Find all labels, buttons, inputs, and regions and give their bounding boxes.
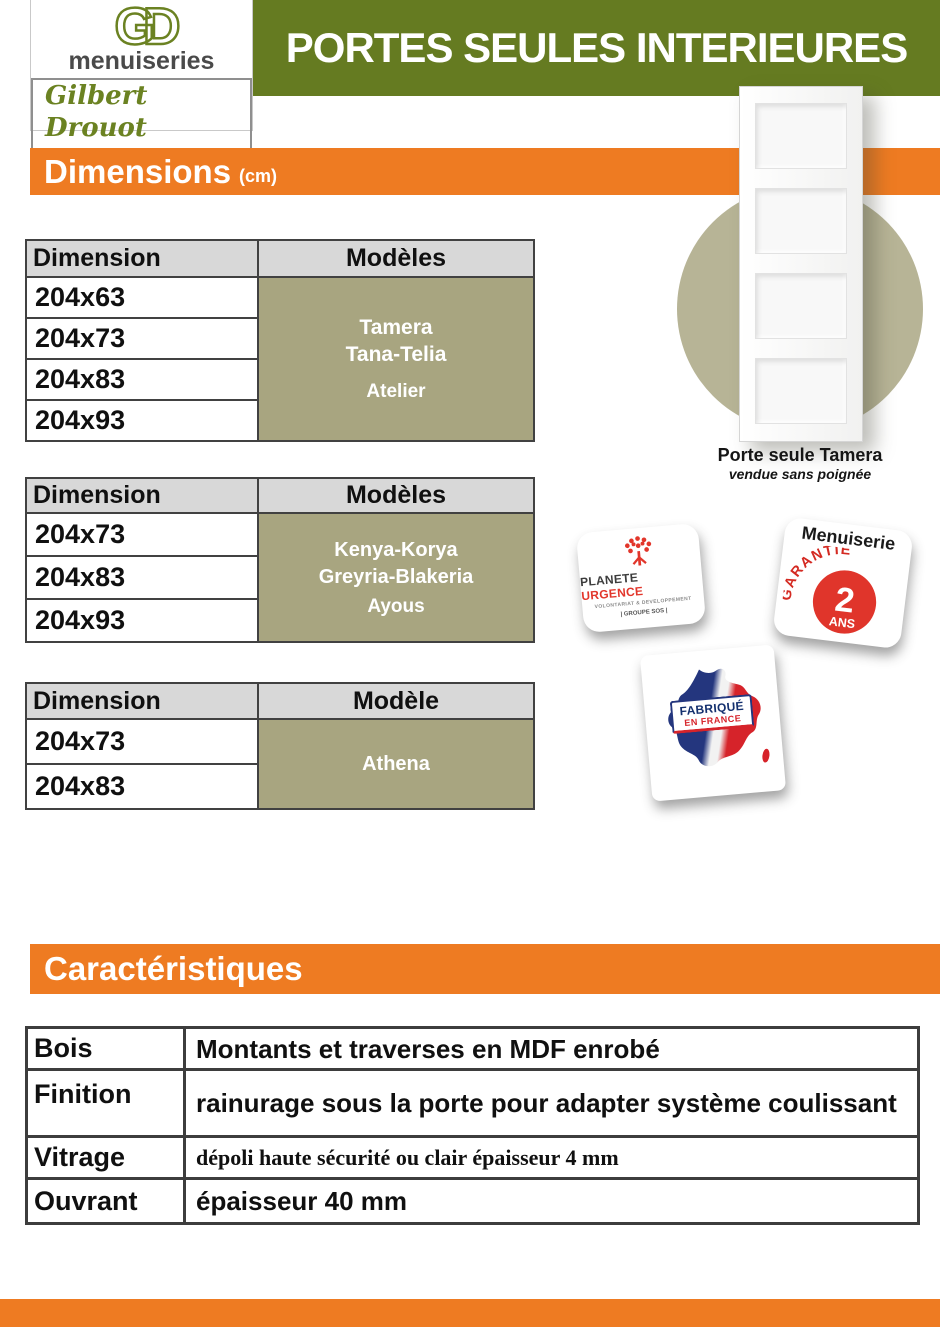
- column-header-dimension: Dimension: [25, 682, 259, 720]
- char-value: rainurage sous la porte pour adapter sys…: [183, 1068, 920, 1138]
- model-name: Greyria-Blakeria: [318, 565, 474, 588]
- model-name: Atelier: [366, 381, 426, 402]
- models-cell: Kenya-Korya Greyria-Blakeria Ayous: [257, 512, 535, 643]
- dimension-cell: 204x83: [25, 763, 259, 810]
- char-label: Bois: [25, 1026, 186, 1071]
- footer-bar: [0, 1299, 940, 1327]
- door-panel: [755, 188, 847, 254]
- model-name: Athena: [362, 752, 430, 775]
- door-panel: [755, 358, 847, 424]
- dimensions-table-2: Dimension Modèles 204x73 Kenya-Korya Gre…: [25, 477, 535, 643]
- fabrique-en-france-badge: FABRIQUÉ EN FRANCE: [639, 644, 787, 802]
- company-logo: GD menuiseries Gilbert Drouot: [30, 0, 253, 150]
- caracteristiques-title: Caractéristiques: [44, 950, 303, 987]
- garantie-number: 2: [833, 581, 857, 621]
- page-title: PORTES SEULES INTERIEURES: [285, 24, 908, 71]
- char-value: Montants et traverses en MDF enrobé: [183, 1026, 920, 1071]
- dimension-cell: 204x73: [25, 512, 259, 557]
- model-name: Ayous: [367, 595, 425, 617]
- dimensions-unit: (cm): [239, 165, 278, 186]
- char-label: Finition: [25, 1068, 186, 1138]
- door-photo: [739, 86, 863, 442]
- garantie-seal: GARANTIE 2 ANS: [778, 541, 877, 634]
- door-caption-subtitle: vendue sans poignée: [728, 466, 872, 482]
- planete-urgence-badge: PLANETE URGENCE VOLONTARIAT & DEVELOPPEM…: [575, 522, 707, 634]
- dimension-cell: 204x93: [25, 399, 259, 442]
- dimensions-table-3: Dimension Modèle 204x73 Athena 204x83: [25, 682, 535, 810]
- models-cell: Athena: [257, 718, 535, 810]
- tree-icon: [624, 536, 652, 566]
- models-cell: Tamera Tana-Telia Atelier: [257, 276, 535, 442]
- garantie-2-ans-badge: Menuiserie GARANTIE 2 ANS: [772, 516, 914, 650]
- char-label: Vitrage: [25, 1135, 186, 1180]
- logo-signature: Gilbert Drouot: [31, 78, 252, 150]
- model-name: Tamera: [359, 316, 433, 339]
- caracteristiques-section-banner: Caractéristiques: [30, 944, 940, 994]
- door-panel: [755, 273, 847, 339]
- caracteristiques-table: Bois Montants et traverses en MDF enrobé…: [25, 1026, 920, 1225]
- dimensions-table-1: Dimension Modèles 204x63 Tamera Tana-Tel…: [25, 239, 535, 442]
- dimension-cell: 204x73: [25, 718, 259, 765]
- dimension-cell: 204x63: [25, 276, 259, 319]
- logo-subtitle: menuiseries: [68, 47, 215, 75]
- dimension-cell: 204x83: [25, 555, 259, 600]
- char-value: épaisseur 40 mm: [183, 1177, 920, 1225]
- door-panel: [755, 103, 847, 169]
- column-header-dimension: Dimension: [25, 239, 259, 278]
- dimension-cell: 204x73: [25, 317, 259, 360]
- column-header-modele: Modèle: [257, 682, 535, 720]
- column-header-dimension: Dimension: [25, 477, 259, 514]
- dimension-cell: 204x93: [25, 598, 259, 643]
- garantie-circle: [812, 570, 877, 634]
- door-caption-title: Porte seule Tamera: [717, 445, 883, 465]
- dimensions-title: Dimensions: [44, 152, 232, 190]
- column-header-modeles: Modèles: [257, 239, 535, 278]
- model-name: Tana-Telia: [345, 343, 447, 366]
- char-value: dépoli haute sécurité ou clair épaisseur…: [183, 1135, 920, 1180]
- door-caption: Porte seule Tamera vendue sans poignée: [655, 445, 940, 482]
- column-header-modeles: Modèles: [257, 477, 535, 514]
- dimension-cell: 204x83: [25, 358, 259, 401]
- groupe-sos-label: | GROUPE SOS |: [620, 607, 668, 618]
- garantie-unit: ANS: [828, 614, 856, 631]
- model-name: Kenya-Korya: [334, 538, 458, 561]
- page-header-banner: PORTES SEULES INTERIEURES: [253, 0, 940, 96]
- gd-monogram-logo: GD: [113, 0, 182, 56]
- char-label: Ouvrant: [25, 1177, 186, 1225]
